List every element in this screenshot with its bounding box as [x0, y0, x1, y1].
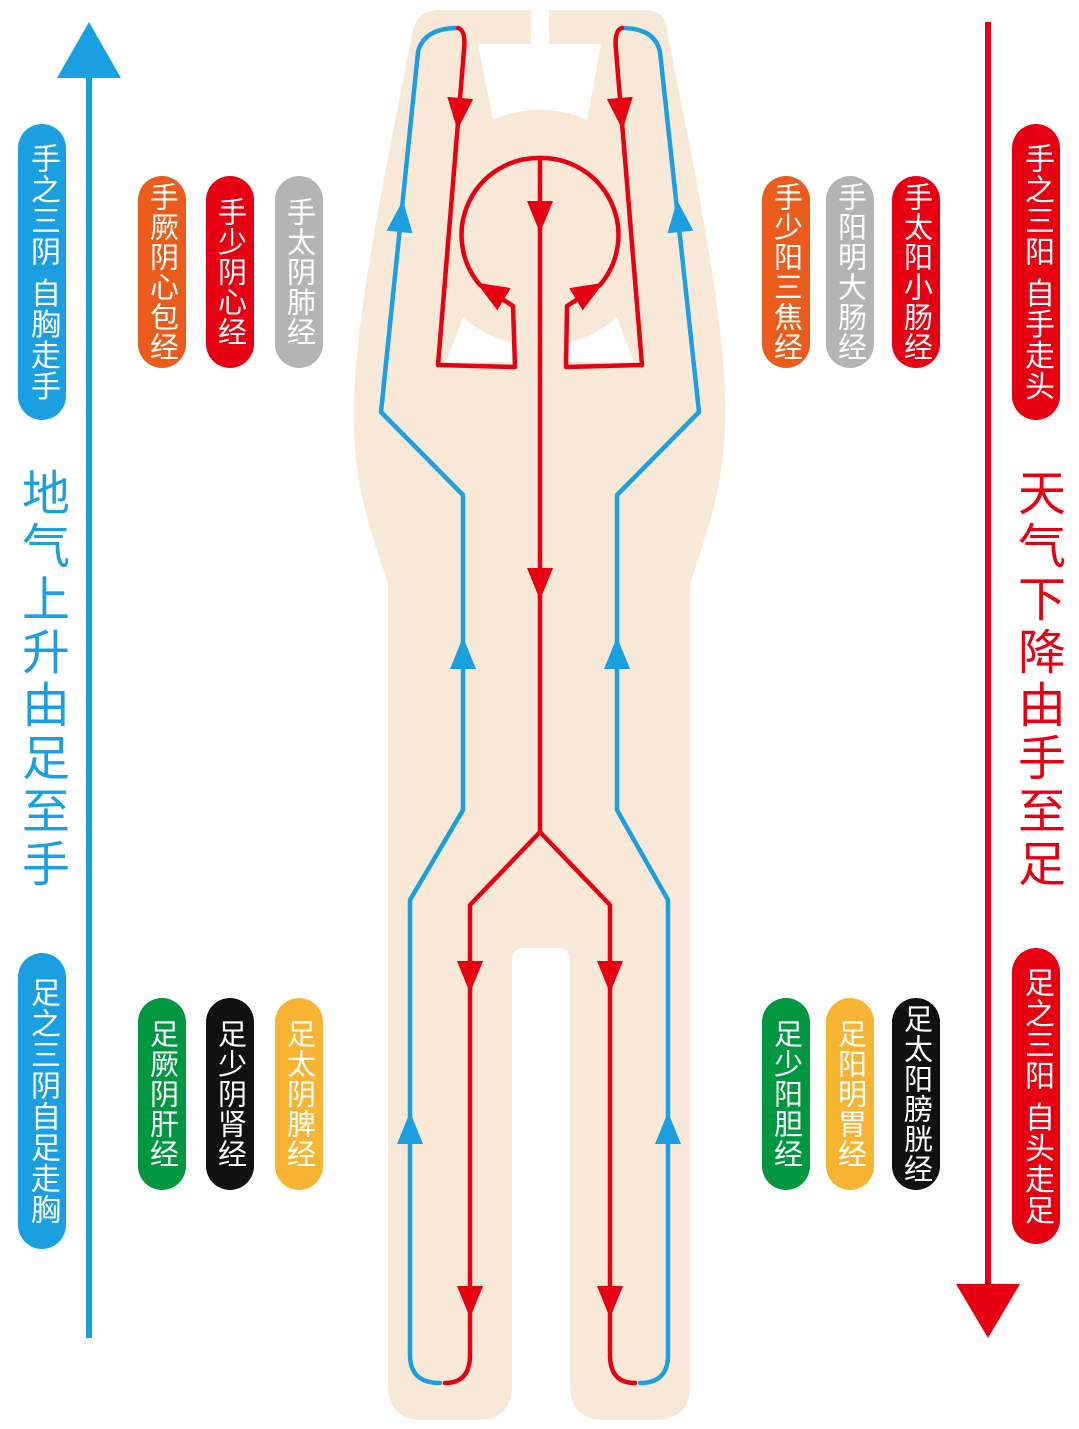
- yin-arrow-left-leg: [397, 1112, 423, 1144]
- yang-arrow-torso-center: [527, 568, 553, 600]
- yang-arrow-right-shin: [597, 1286, 623, 1318]
- yin-arrow-right-torso: [604, 637, 630, 669]
- meridian-pill-hand-yangming: 手阳明大肠经: [826, 176, 874, 368]
- yang-foot-group-pill: 足之三阳 自头走足: [1012, 948, 1060, 1244]
- meridian-pill-hand-taiyin: 手太阴肺经: [275, 176, 323, 368]
- meridian-label: 手厥阴心包经: [145, 182, 180, 362]
- yang-flow-line-right-arm: [537, 25, 645, 370]
- yin-direction-label: 地气上升由足至手: [13, 468, 69, 892]
- meridian-pill-hand-shaoyang: 手少阳三焦经: [762, 176, 810, 368]
- yang-descending-arrow-head: [956, 1284, 1020, 1338]
- yin-arrow-left-torso: [450, 637, 476, 669]
- meridian-pill-foot-shaoyin: 足少阴肾经: [206, 998, 254, 1190]
- yang-arrow-right-head-entry: [569, 282, 604, 311]
- yang-foot-group-label: 足之三阳 自头走足: [1019, 966, 1054, 1226]
- yin-hand-group-pill: 手之三阴 自胸走手: [18, 124, 66, 420]
- meridian-label: 手太阴肺经: [282, 197, 317, 347]
- yin-arrow-right-leg: [655, 1112, 681, 1144]
- yin-direction-text: 地气上升由足至手: [13, 468, 69, 898]
- yang-flow-line-left-arm: [435, 25, 543, 370]
- yin-rising-arrow-head: [57, 22, 121, 78]
- meridian-pill-foot-yangming: 足阳明胃经: [826, 998, 874, 1190]
- meridian-label: 手阳明大肠经: [833, 182, 868, 362]
- arm-gap-top: [478, 8, 601, 125]
- yang-arrow-right-arm: [606, 96, 633, 130]
- meridian-label: 手少阴心经: [213, 197, 248, 347]
- meridian-label: 足少阴肾经: [213, 1019, 248, 1169]
- meridian-pill-hand-taiyang: 手太阳小肠经: [892, 176, 940, 368]
- yin-foot-group-pill: 足之三阴自足走胸: [18, 953, 66, 1249]
- yin-foot-group-label: 足之三阴自足走胸: [25, 977, 60, 1225]
- yang-direction-label: 天气下降由手至足: [1009, 468, 1065, 892]
- yang-arrow-left-shin: [457, 1286, 483, 1318]
- yang-arrow-right-thigh: [597, 961, 623, 993]
- meridian-pill-hand-shaoyin: 手少阴心经: [206, 176, 254, 368]
- meridian-pill-foot-taiyin: 足太阴脾经: [275, 998, 323, 1190]
- yang-hand-group-pill: 手之三阳 自手走头: [1012, 124, 1060, 420]
- meridian-label: 足太阳膀胱经: [899, 1004, 934, 1184]
- yang-arrow-left-head-entry: [476, 282, 511, 311]
- meridian-pill-foot-shaoyang: 足少阳胆经: [762, 998, 810, 1190]
- meridian-label: 手太阳小肠经: [899, 182, 934, 362]
- yin-arrow-right-arm: [667, 200, 694, 234]
- yang-arrow-left-arm: [447, 96, 474, 130]
- meridian-label: 足厥阴肝经: [145, 1019, 180, 1169]
- meridian-pill-foot-taiyang: 足太阳膀胱经: [892, 998, 940, 1190]
- yin-arrow-left-arm: [386, 200, 413, 234]
- meridian-label: 足太阴脾经: [282, 1019, 317, 1169]
- yang-arrow-left-thigh: [457, 961, 483, 993]
- meridian-label: 足少阳胆经: [769, 1019, 804, 1169]
- meridian-pill-hand-jueyin: 手厥阴心包经: [138, 176, 186, 368]
- yang-hand-group-label: 手之三阳 自手走头: [1019, 142, 1054, 402]
- meridian-label: 足阳明胃经: [833, 1019, 868, 1169]
- meridian-pill-foot-jueyin: 足厥阴肝经: [138, 998, 186, 1190]
- yang-flow-line-right-leg: [537, 829, 638, 1386]
- yang-arrow-head-center: [527, 201, 553, 233]
- yang-direction-text: 天气下降由手至足: [1009, 468, 1065, 898]
- meridian-label: 手少阳三焦经: [769, 182, 804, 362]
- yin-hand-group-label: 手之三阴 自胸走手: [25, 142, 60, 402]
